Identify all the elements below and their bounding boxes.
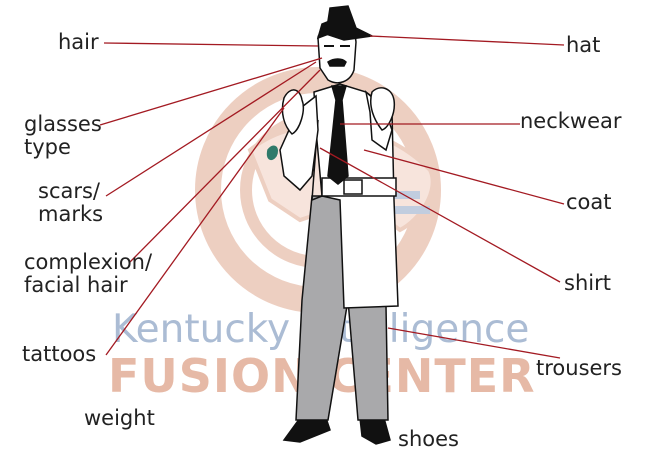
left-shoe	[284, 418, 330, 442]
label-glasses-type: glasses type	[24, 113, 102, 159]
label-tattoos: tattoos	[22, 343, 96, 366]
label-scars-marks: scars/ marks	[38, 180, 103, 226]
leader-hair	[104, 43, 318, 46]
hat	[326, 6, 372, 40]
label-shoes: shoes	[398, 428, 459, 451]
tattoo-mark	[268, 146, 278, 159]
label-coat: coat	[566, 191, 612, 214]
label-neckwear: neckwear	[520, 110, 622, 133]
label-complexion-facial-hair: complexion/ facial hair	[24, 251, 152, 297]
label-shirt: shirt	[564, 272, 611, 295]
label-weight: weight	[84, 407, 155, 430]
label-hair: hair	[58, 31, 99, 54]
label-hat: hat	[566, 34, 600, 57]
label-trousers: trousers	[536, 357, 622, 380]
leader-hat	[370, 36, 564, 45]
right-shoe	[360, 418, 390, 444]
